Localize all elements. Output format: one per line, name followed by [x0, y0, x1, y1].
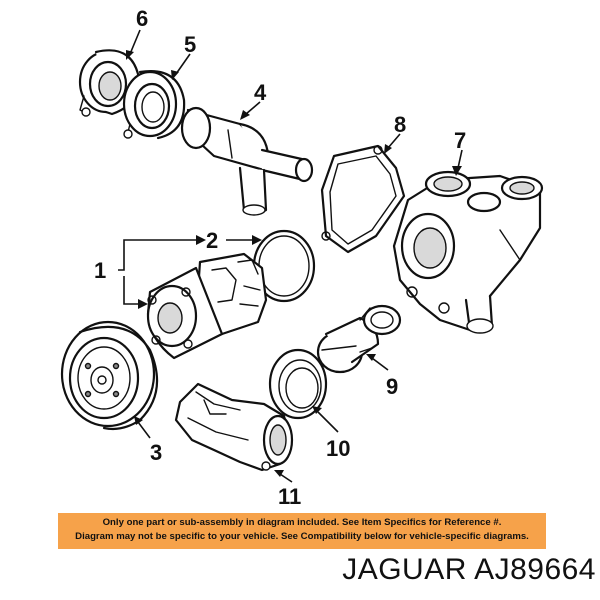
callout-1: 1: [94, 258, 106, 283]
part-7-coolant-housing: [392, 170, 544, 334]
callout-4: 4: [254, 80, 267, 105]
notice-line-1: Only one part or sub-assembly in diagram…: [102, 517, 502, 528]
callout-5: 5: [184, 32, 196, 57]
part-11-outlet-pipe: [174, 382, 294, 472]
part-number: AJ89664: [474, 553, 596, 586]
callout-6: 6: [136, 6, 148, 31]
compatibility-notice: Only one part or sub-assembly in diagram…: [58, 513, 546, 549]
part-9-thermostat: [316, 304, 402, 374]
callout-9: 9: [386, 374, 398, 399]
brand-name: JAGUAR: [342, 553, 467, 586]
part-4-pulley-shaft: [180, 106, 314, 216]
leader-lines: [118, 29, 463, 483]
callout-10: 10: [326, 436, 350, 461]
part-8-gasket: [320, 144, 406, 254]
part-10-thermostat-seal: [268, 348, 328, 420]
callout-2: 2: [206, 228, 218, 253]
brand-part-number: JAGUAR AJ89664: [0, 553, 596, 587]
part-1-water-pump: [146, 252, 268, 360]
part-3-pulley: [60, 320, 159, 431]
part-5-seal-ring: [122, 70, 186, 140]
notice-line-2: Diagram may not be specific to your vehi…: [75, 531, 529, 542]
exploded-parts-diagram: 6 5 4 8 7 2 1 3 9 10 11: [60, 6, 544, 509]
callout-3: 3: [150, 440, 162, 465]
callout-11: 11: [278, 484, 301, 509]
callout-7: 7: [454, 128, 466, 153]
callout-8: 8: [394, 112, 406, 137]
